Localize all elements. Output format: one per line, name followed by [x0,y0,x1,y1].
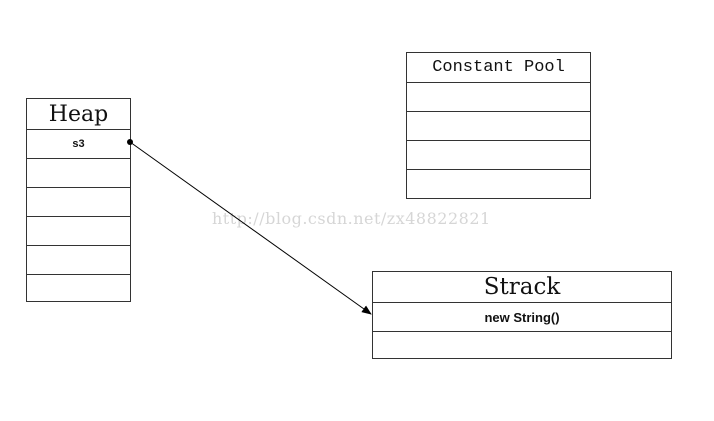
stack-title: Strack [483,274,561,300]
stack-cell-1: new String() [373,302,671,331]
heap-cell-3 [27,187,130,216]
stack-cell-1-label: new String() [484,309,560,325]
watermark-text: http://blog.csdn.net/zx48822821 [212,209,491,228]
constant-pool-cell-3 [407,140,590,169]
constant-pool-box: Constant Pool [406,52,591,199]
constant-pool-cell-4 [407,169,590,198]
constant-pool-cell-2 [407,111,590,140]
constant-pool-cell-1 [407,82,590,111]
stack-cell-2 [373,331,671,360]
heap-cell-5 [27,245,130,274]
reference-arrow-s3-to-new-string [129,141,372,315]
heap-cell-1: s3 [27,129,130,158]
heap-cell-1-label: s3 [72,138,85,150]
stack-box: Strack new String() [372,271,672,359]
heap-box: Heap s3 [26,98,131,302]
heap-title: Heap [48,101,109,127]
heap-cell-4 [27,216,130,245]
heap-cell-2 [27,158,130,187]
heap-cell-6 [27,274,130,303]
constant-pool-title: Constant Pool [432,58,565,77]
